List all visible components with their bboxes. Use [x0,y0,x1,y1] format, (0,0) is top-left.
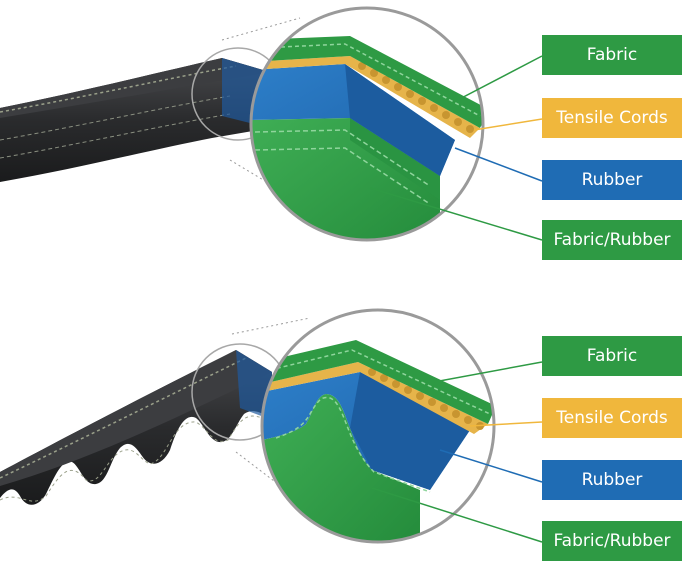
cogged-tensile-cord-layer [262,362,488,434]
label-fabric: Fabric [542,336,682,376]
label-rubber: Rubber [542,160,682,200]
cogged-fabric-layer [262,340,494,424]
label-rubber: Rubber [542,460,682,500]
cogged-belt-group [0,308,543,544]
label-fabric: Fabric [542,35,682,75]
label-fabric-rubber: Fabric/Rubber [542,521,682,561]
cogged-magnifier-ring [260,308,496,544]
label-tensile-cords: Tensile Cords [542,98,682,138]
classic-belt-body [0,58,270,182]
classic-belt-group [0,6,543,242]
label-fabric-rubber: Fabric/Rubber [542,220,682,260]
classic-magnifier-ring [249,6,485,242]
classic-tensile-cord-layer [251,56,480,138]
label-tensile-cords: Tensile Cords [542,398,682,438]
